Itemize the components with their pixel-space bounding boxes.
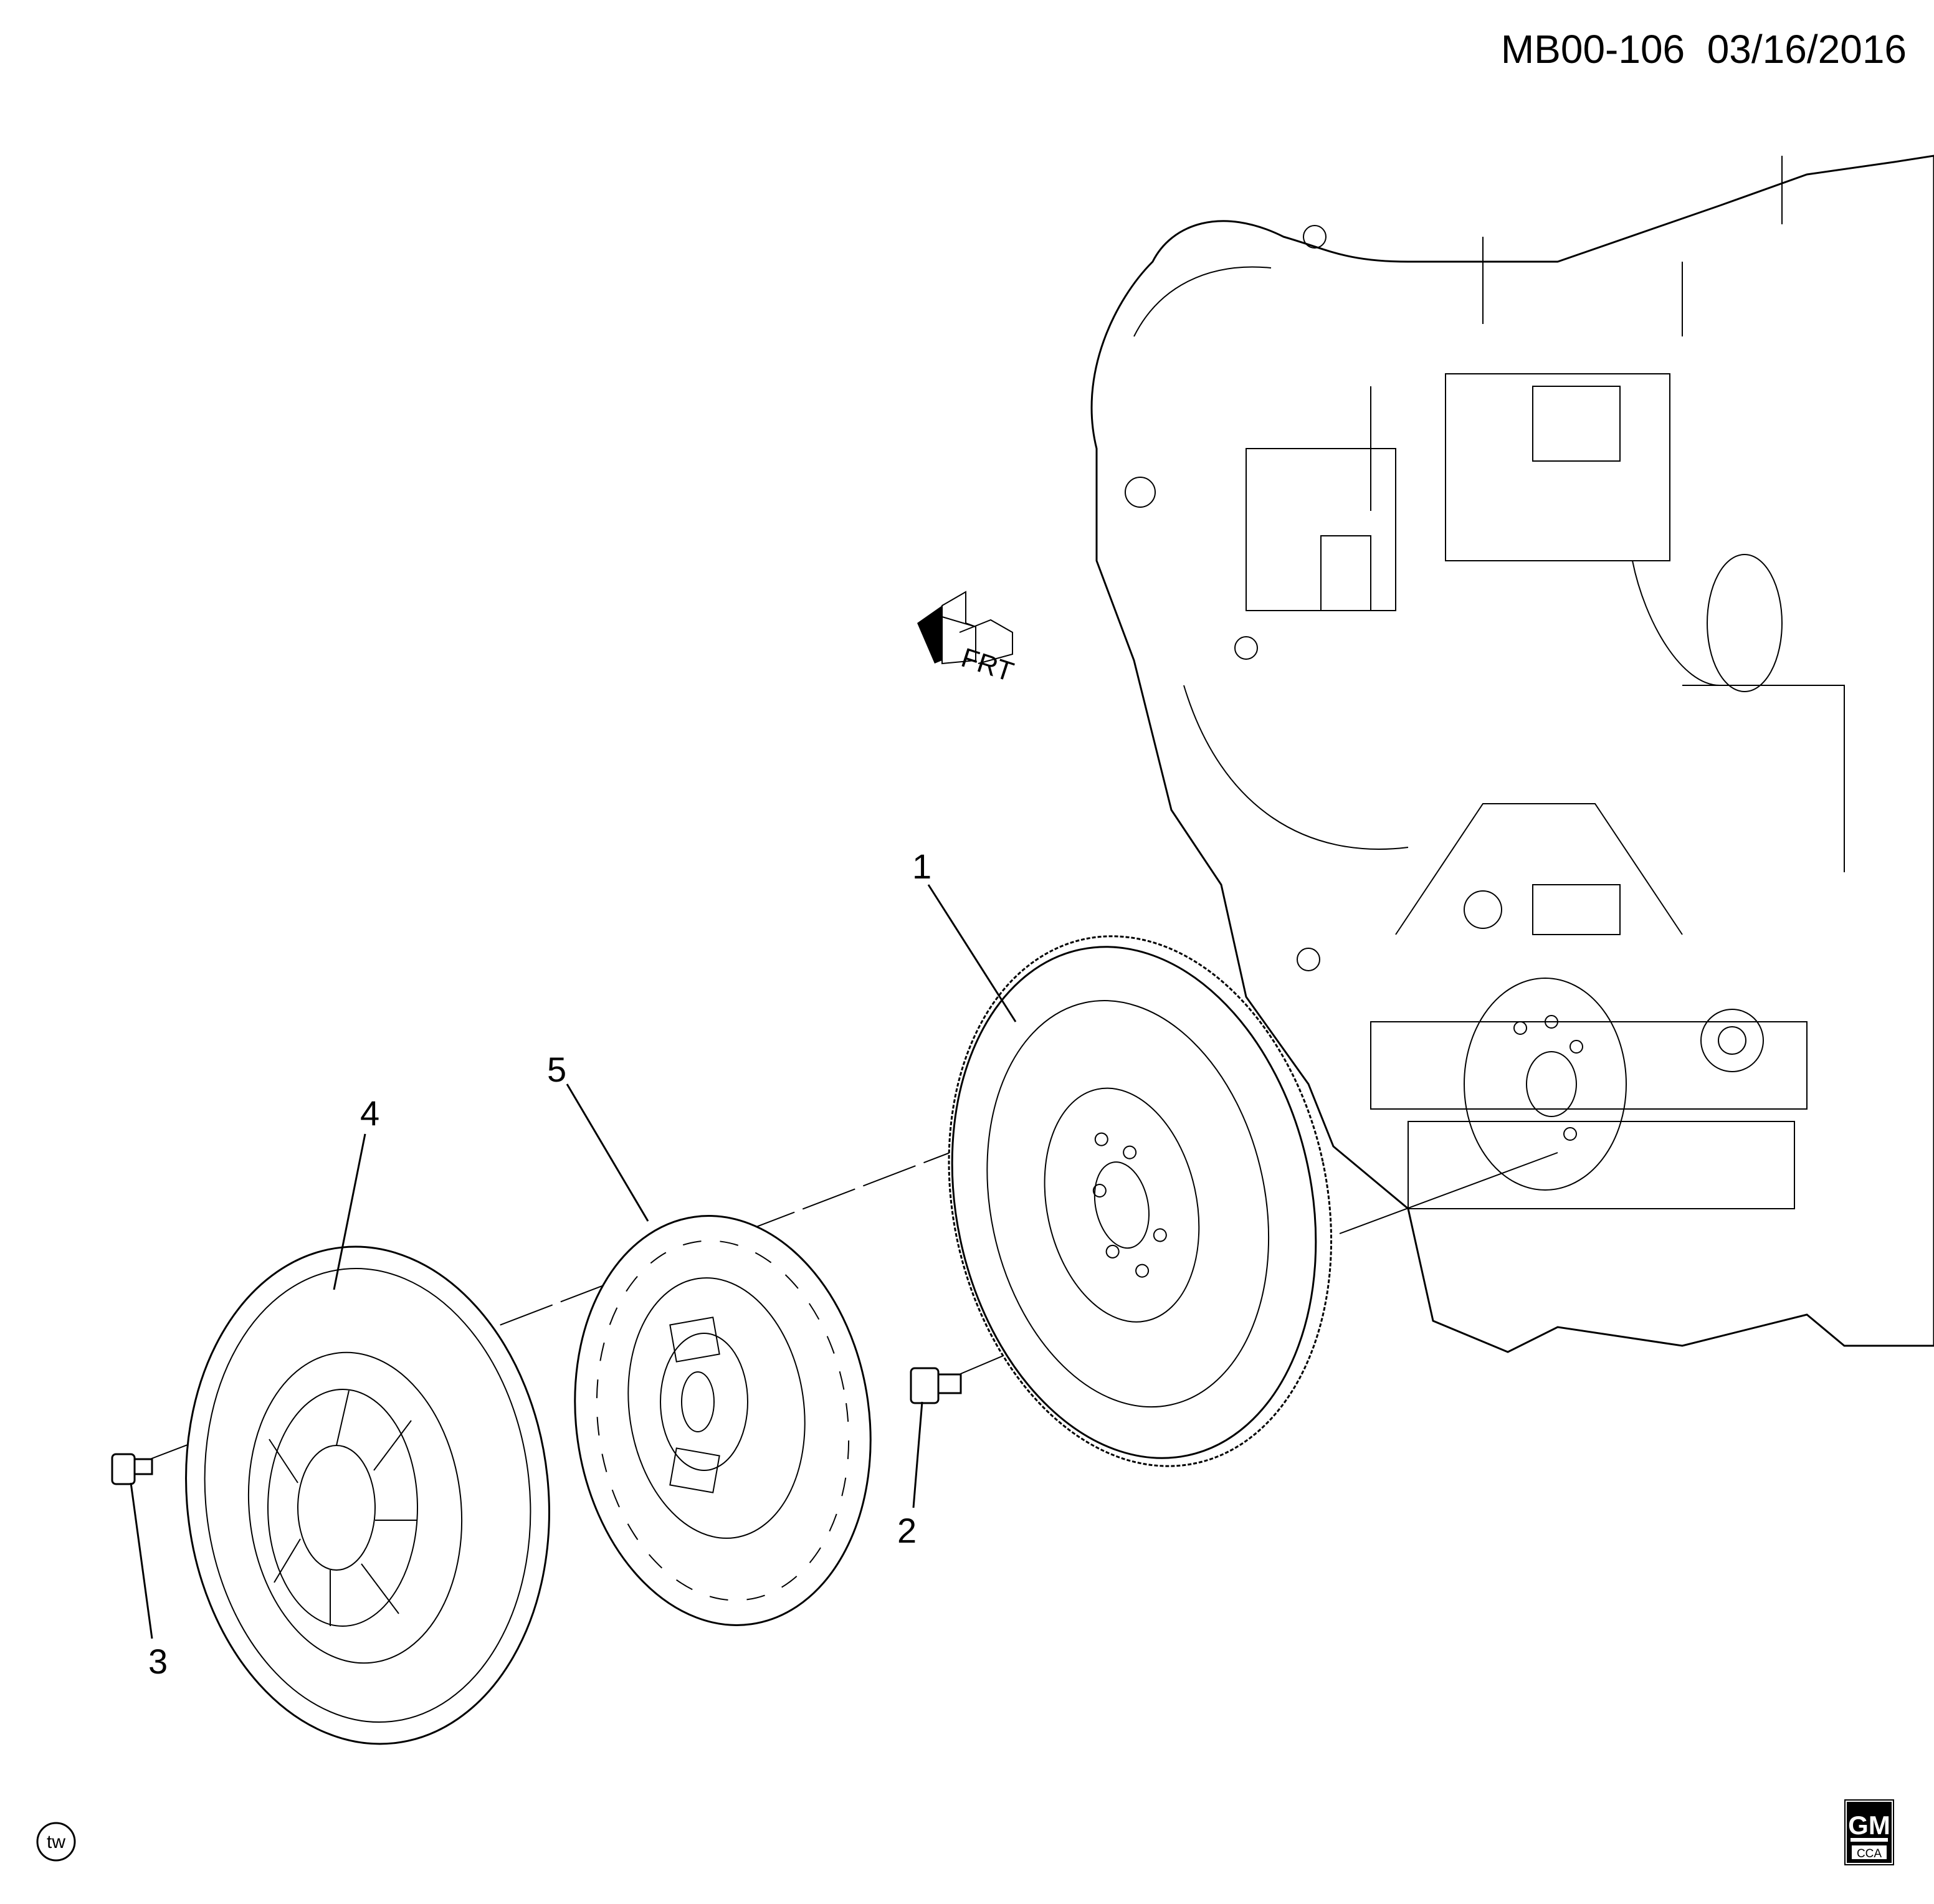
callout-5: 5 bbox=[547, 1050, 566, 1089]
diagram-header: MB00-106 03/16/2016 bbox=[1501, 26, 1907, 72]
gm-cca-logo: GM CCA bbox=[1844, 1799, 1894, 1865]
pressure-plate bbox=[185, 1245, 550, 1745]
diagram-id: MB00-106 bbox=[1500, 27, 1685, 72]
callout-3: 3 bbox=[148, 1642, 168, 1681]
tw-label: tw bbox=[47, 1832, 65, 1852]
callout-1: 1 bbox=[912, 847, 931, 886]
clutch-disc bbox=[574, 1215, 872, 1626]
flywheel bbox=[948, 935, 1333, 1467]
front-direction-arrow-icon: FRT bbox=[917, 591, 1017, 688]
svg-text:GM: GM bbox=[1848, 1811, 1890, 1840]
front-label: FRT bbox=[958, 642, 1017, 688]
diagram-date: 03/16/2016 bbox=[1707, 27, 1907, 72]
callout-4: 4 bbox=[360, 1093, 379, 1133]
tw-badge: tw bbox=[36, 1822, 76, 1862]
engine-assembly bbox=[1090, 155, 1934, 1353]
callout-leaders bbox=[130, 884, 1017, 1639]
svg-text:CCA: CCA bbox=[1857, 1847, 1882, 1860]
bolt-2 bbox=[910, 1367, 962, 1404]
bolt-3 bbox=[111, 1453, 153, 1485]
callout-2: 2 bbox=[897, 1511, 917, 1550]
